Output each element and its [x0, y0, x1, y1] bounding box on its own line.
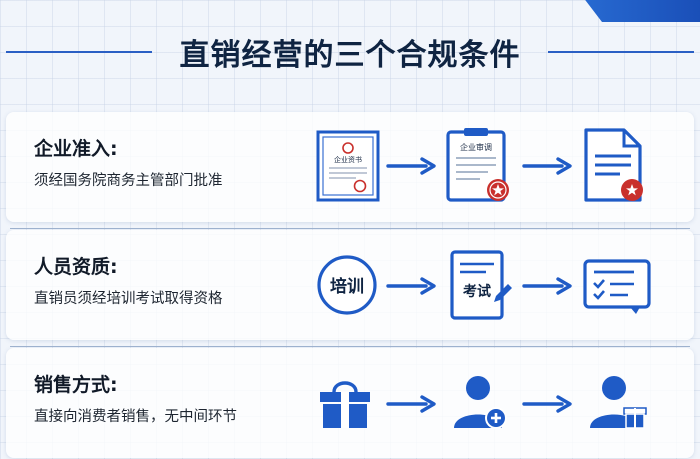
condition-card-sales: 销售方式: 直接向消费者销售，无中间环节	[6, 348, 694, 458]
arrow-right-icon	[386, 157, 436, 175]
exam-text: 考试	[463, 283, 491, 300]
shopping-bag-icon	[320, 381, 370, 428]
user-gift-icon	[590, 376, 647, 429]
page-title: 直销经营的三个合规条件	[179, 38, 521, 73]
exam-paper-icon: 考试	[450, 250, 512, 320]
training-text: 培训	[330, 276, 364, 297]
condition-label: 企业准入:	[34, 138, 118, 160]
title-line-right	[548, 51, 694, 53]
section-divider	[10, 346, 690, 347]
arrow-right-icon	[386, 395, 436, 413]
condition-label: 人员资质:	[34, 256, 118, 278]
add-user-icon	[454, 376, 507, 429]
certificate-text: 企业资书	[334, 155, 362, 164]
arrow-right-icon	[386, 277, 436, 295]
condition-card-enterprise: 企业准入: 须经国务院商务主管部门批准 企业资书 企业审调	[6, 112, 694, 222]
arrow-right-icon	[522, 157, 572, 175]
arrow-right-icon	[522, 277, 572, 295]
title-line-left	[6, 51, 152, 53]
license-text: 企业审调	[460, 142, 492, 152]
business-license-icon: 企业审调	[446, 128, 509, 202]
section-divider	[10, 228, 690, 229]
certificate-icon: 企业资书	[316, 130, 380, 202]
training-badge-icon: 培训	[317, 255, 377, 315]
condition-desc: 直接向消费者销售，无中间环节	[34, 409, 237, 425]
qualification-card-icon	[583, 259, 651, 314]
approved-document-icon	[584, 128, 643, 202]
condition-label: 销售方式:	[34, 374, 118, 396]
arrow-right-icon	[522, 395, 572, 413]
condition-card-personnel: 人员资质: 直销员须经培训考试取得资格 培训 考试	[6, 230, 694, 340]
corner-decoration	[585, 0, 700, 22]
condition-desc: 直销员须经培训考试取得资格	[34, 291, 223, 307]
condition-desc: 须经国务院商务主管部门批准	[34, 173, 223, 189]
header: 直销经营的三个合规条件	[0, 30, 700, 74]
